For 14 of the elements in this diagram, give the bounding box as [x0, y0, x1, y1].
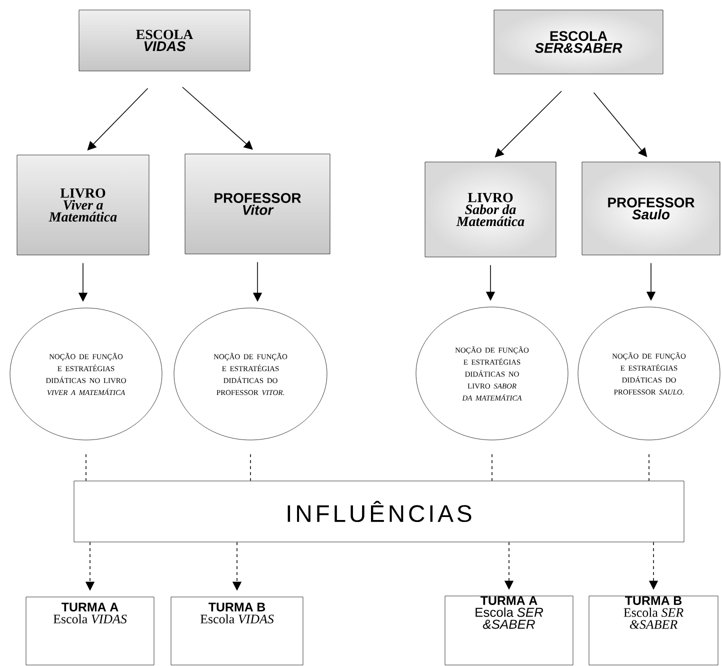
- influences-box: INFLUÊNCIAS: [74, 480, 684, 542]
- teacher-box: PROFESSOR Saulo: [582, 162, 720, 256]
- book-box: LIVRO Viver a Matemática: [16, 154, 150, 256]
- school-box: ESCOLA SER&SABER: [494, 10, 664, 74]
- school-box: ESCOLA VIDAS: [78, 10, 250, 72]
- arrow: [87, 88, 148, 150]
- class-box: TURMA A Escola SER &SABER: [444, 596, 574, 666]
- dashed-line: [250, 454, 251, 482]
- class-box: TURMA B Escola VIDAS: [170, 596, 304, 666]
- book-box: LIVRO Sabor da Matemática: [424, 162, 556, 258]
- teacher-box: PROFESSOR Vitor: [184, 154, 330, 254]
- class-box: TURMA A Escola VIDAS: [26, 596, 154, 666]
- class-box: TURMA B Escola SER &SABER: [588, 596, 718, 666]
- dashed-line: [648, 454, 650, 482]
